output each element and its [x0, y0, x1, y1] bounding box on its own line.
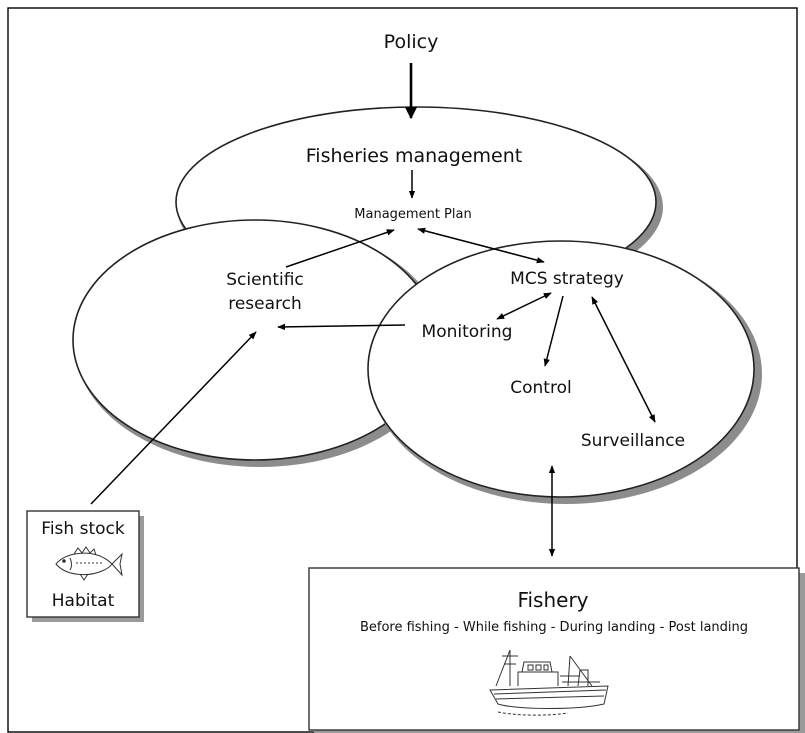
- scientific-research-label-line1: Scientific: [226, 270, 304, 290]
- monitoring-to-scientific-arrow: [277, 323, 406, 331]
- control-label: Control: [510, 378, 571, 398]
- fisheries-management-label: Fisheries management: [306, 145, 522, 167]
- fish-stock-label: Fish stock: [41, 519, 125, 539]
- management-plan-label: Management Plan: [354, 207, 471, 222]
- mcs-monitoring-arrow: [496, 292, 552, 320]
- surveillance-label: Surveillance: [581, 431, 685, 451]
- fishery-label: Fishery: [517, 588, 588, 612]
- fishstock-to-scientific-arrow: [90, 331, 257, 505]
- mcs-surveillance-arrow: [591, 296, 656, 423]
- mcs-to-control-arrow: [543, 295, 564, 367]
- policy-label: Policy: [384, 31, 439, 53]
- scientific-research-ellipse: [72, 219, 445, 467]
- mcs-strategy-ellipse: [367, 240, 762, 504]
- plan-mcs-arrow: [417, 227, 545, 264]
- monitoring-label: Monitoring: [422, 322, 513, 342]
- fishing-boat-icon: [489, 649, 609, 716]
- fishery-box: [308, 567, 805, 733]
- scientific-to-plan-arrow: [285, 229, 395, 268]
- fishery-phases-label: Before fishing - While fishing - During …: [360, 620, 748, 635]
- fish-icon: [55, 546, 123, 581]
- mcs-strategy-label: MCS strategy: [510, 269, 624, 289]
- habitat-label: Habitat: [52, 591, 115, 611]
- scientific-research-label-line2: research: [228, 294, 302, 314]
